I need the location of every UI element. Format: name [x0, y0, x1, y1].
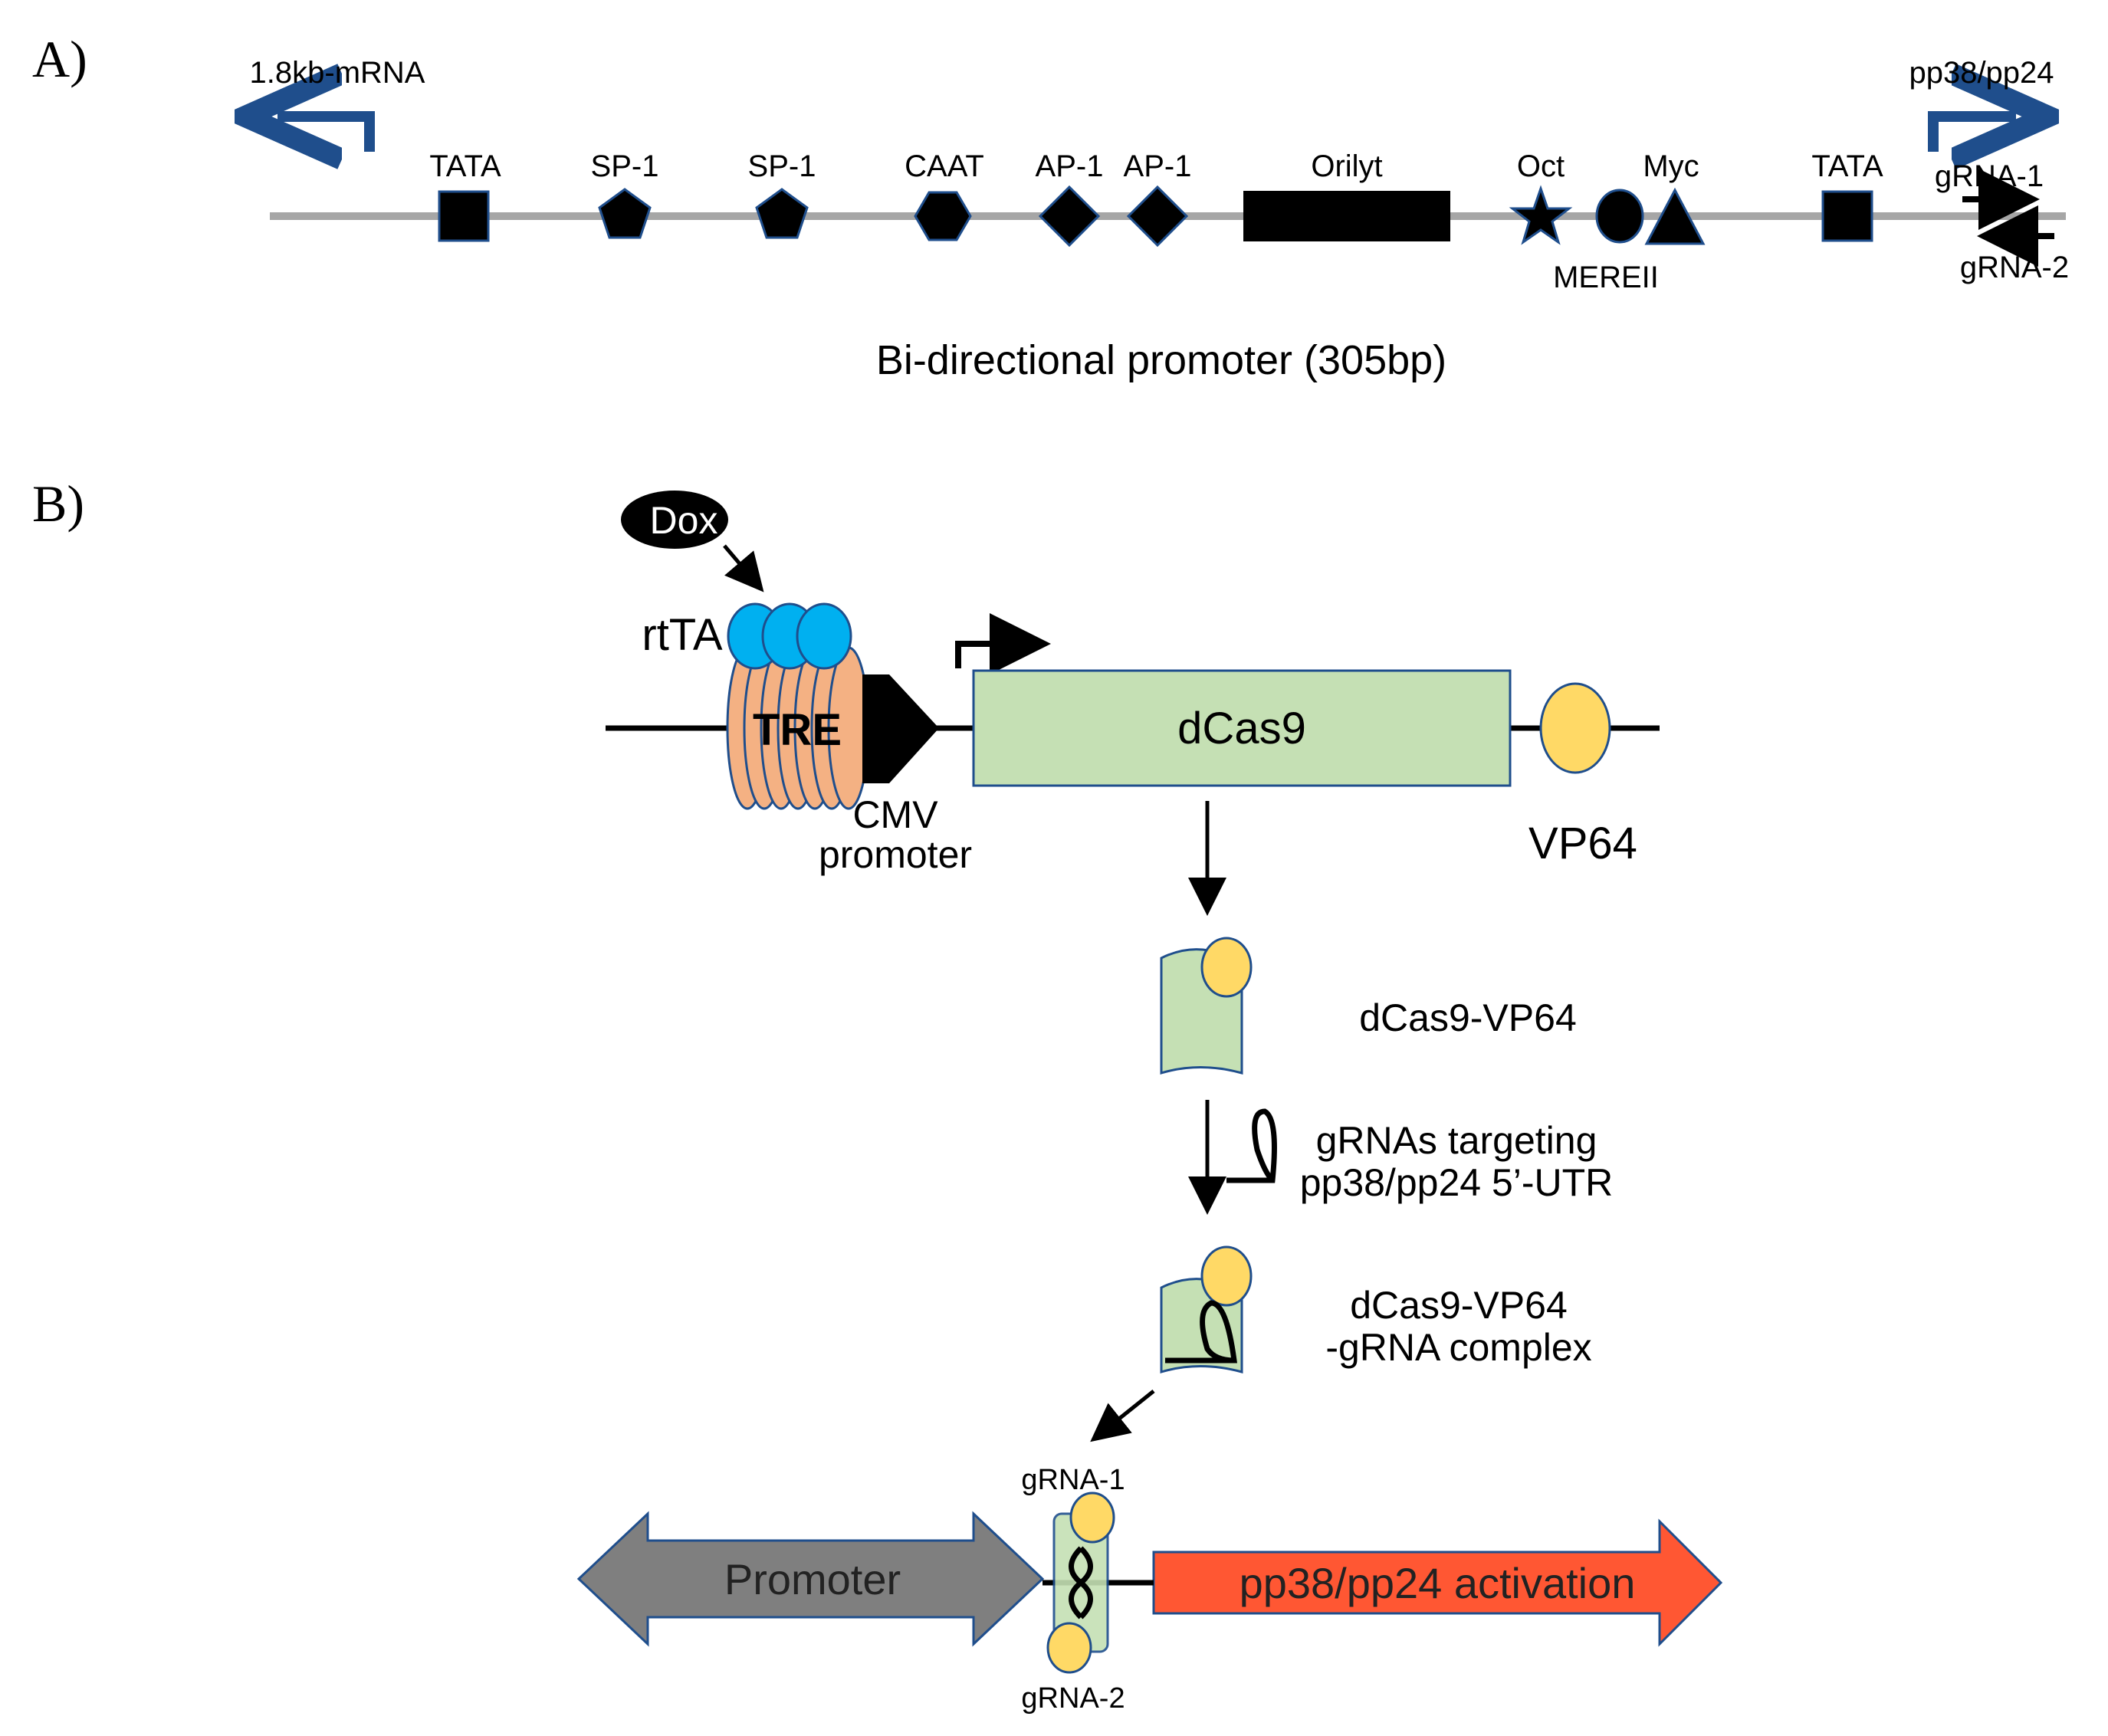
- sp1-b-label: SP-1: [748, 149, 816, 183]
- activation-label: pp38/pp24 activation: [1240, 1559, 1636, 1607]
- orilyt-label: Orilyt: [1311, 149, 1382, 183]
- dcas9-box: [972, 669, 1512, 787]
- panel-a-caption: Bi-directional promoter (305bp): [876, 337, 1446, 383]
- left-transcript-label: 1.8kb-mRNA: [250, 56, 425, 90]
- mereii-label: MEREII: [1553, 261, 1659, 294]
- complex-label-line2: -gRNA complex: [1325, 1326, 1591, 1369]
- activation-arrow: [1152, 1518, 1723, 1647]
- vp64-circle: [1539, 682, 1611, 774]
- rtta-label: rtTA: [642, 610, 723, 660]
- complex-label-line1: dCas9-VP64: [1350, 1284, 1568, 1327]
- oct-label: Oct: [1517, 149, 1565, 183]
- sp1-b-pentagon-icon: [755, 188, 809, 239]
- tata-right-square-icon: [1821, 190, 1873, 242]
- dox-arrow-icon: [723, 544, 764, 592]
- caat-hexagon-icon: [914, 191, 972, 241]
- grna-label-line2: pp38/pp24 5’-UTR: [1300, 1161, 1614, 1204]
- tata-left-label: TATA: [429, 149, 501, 183]
- ap1-b-label: AP-1: [1124, 149, 1192, 183]
- right-transcript-arrow-icon: [1928, 116, 2016, 152]
- cmv-promoter-arrow-icon: [862, 674, 939, 783]
- vp64-label: VP64: [1528, 819, 1637, 868]
- right-transcript-label: pp38/pp24: [1909, 56, 2054, 90]
- ap1-a-label: AP-1: [1036, 149, 1104, 183]
- dox-ellipse: [621, 491, 728, 549]
- myc-triangle-icon: [1644, 187, 1706, 245]
- promoter-label: Promoter: [724, 1555, 901, 1603]
- dcas9-label: dCas9: [1177, 704, 1306, 753]
- panel-b: B) Dox TRE CMV promoter rtTA: [32, 474, 1723, 1715]
- transcription-start-arrow-icon: [955, 613, 1051, 674]
- panel-a-label: A): [32, 30, 87, 88]
- tata-right-label: TATA: [1811, 149, 1883, 183]
- rtta-circles: [727, 602, 852, 670]
- promoter-double-arrow: [576, 1511, 1045, 1647]
- orilyt-bar: [1243, 191, 1450, 241]
- myc-label: Myc: [1643, 149, 1699, 183]
- left-transcript-arrow-icon: [277, 116, 375, 152]
- target-grna2-label: gRNA-2: [1021, 1682, 1125, 1715]
- cmv-label-line1: CMV: [852, 793, 938, 836]
- sp1-a-pentagon-icon: [598, 188, 652, 239]
- complex-icon: [1160, 1245, 1253, 1374]
- panel-a: A) 1.8kb-mRNA pp38/pp24 TATA SP-1 SP-1 C…: [32, 30, 2069, 383]
- sp1-a-label: SP-1: [591, 149, 659, 183]
- grna1-label: gRNA-1: [1935, 159, 2044, 193]
- fusion-protein-icon: [1160, 937, 1253, 1075]
- fusion-label: dCas9-VP64: [1359, 996, 1577, 1039]
- cmv-label-line2: promoter: [819, 833, 972, 876]
- target-grna1-label: gRNA-1: [1021, 1464, 1125, 1496]
- bound-complex-icon: [1046, 1492, 1115, 1674]
- tre-label: TRE: [753, 705, 842, 755]
- grna-hairpin-icon: [1226, 1108, 1277, 1183]
- oct-star-icon: [1509, 185, 1573, 245]
- mereii-circle-icon: [1595, 189, 1644, 244]
- grna2-label: gRNA-2: [1960, 251, 2069, 284]
- ap1-a-diamond-icon: [1038, 185, 1101, 248]
- arrow-to-target-icon: [1090, 1390, 1155, 1442]
- grna-label-line1: gRNAs targeting: [1316, 1119, 1597, 1162]
- dox-label: Dox: [650, 499, 718, 542]
- tata-left-square-icon: [438, 190, 490, 242]
- panel-b-label: B): [32, 474, 84, 533]
- tre-repeats: [726, 646, 870, 810]
- ap1-b-diamond-icon: [1126, 185, 1189, 248]
- caat-label: CAAT: [905, 149, 984, 183]
